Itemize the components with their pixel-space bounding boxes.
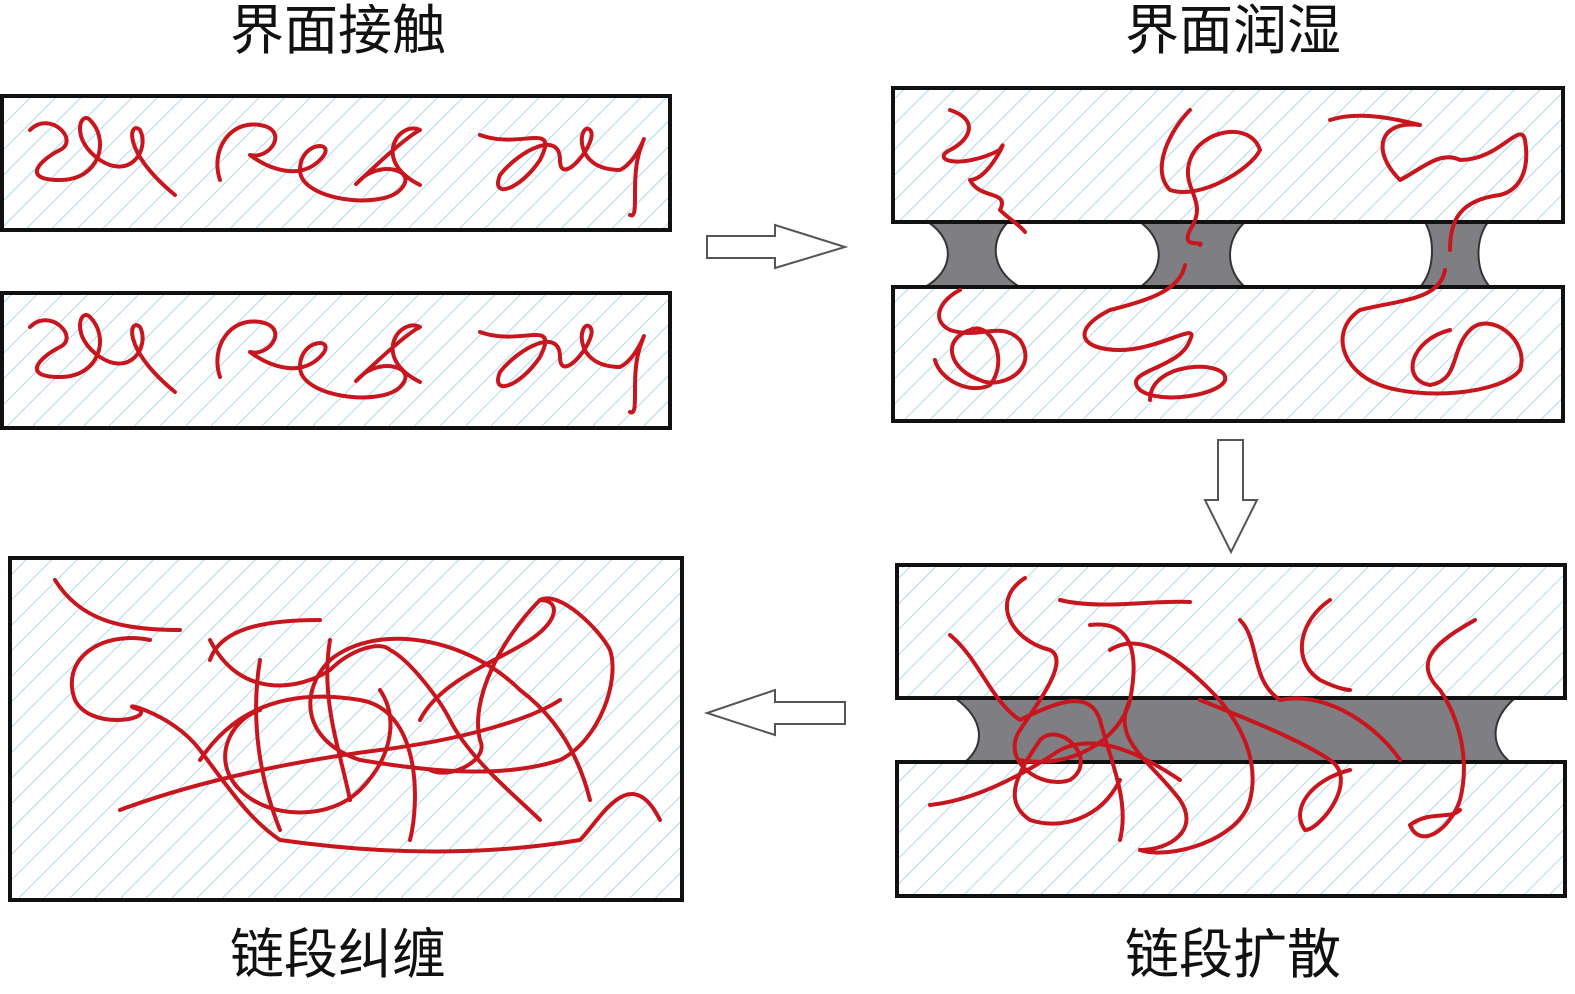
contact-stage [0,94,672,430]
wetting-bridge [921,221,1024,288]
wetting-bridge [1136,221,1248,288]
lower-polymer-layer [895,760,1567,898]
upper-polymer-layer [895,563,1567,700]
stage-label-wetting: 界面润湿 [1125,0,1341,62]
lower-polymer-layer [891,285,1565,423]
stage-label-contact: 界面接触 [230,0,446,62]
wetting-stage [891,86,1565,423]
polymer-chains [28,116,646,415]
arrow-down-icon [1203,439,1259,555]
polymer-chains [53,578,662,854]
wetting-bridge [1417,221,1493,288]
arrow-left-icon [703,688,846,737]
polymer-chains [928,576,1477,855]
upper-polymer-layer [891,86,1565,224]
stage-label-entanglement: 链段纠缠 [230,923,446,986]
stage-label-diffusion: 链段扩散 [1125,923,1341,986]
polymer-chains [933,108,1529,402]
polymer-block [8,556,684,902]
arrow-right-icon [706,223,849,270]
diffusion-bridge [951,697,1518,763]
diffusion-stage [895,563,1567,898]
entanglement-stage [8,556,684,902]
